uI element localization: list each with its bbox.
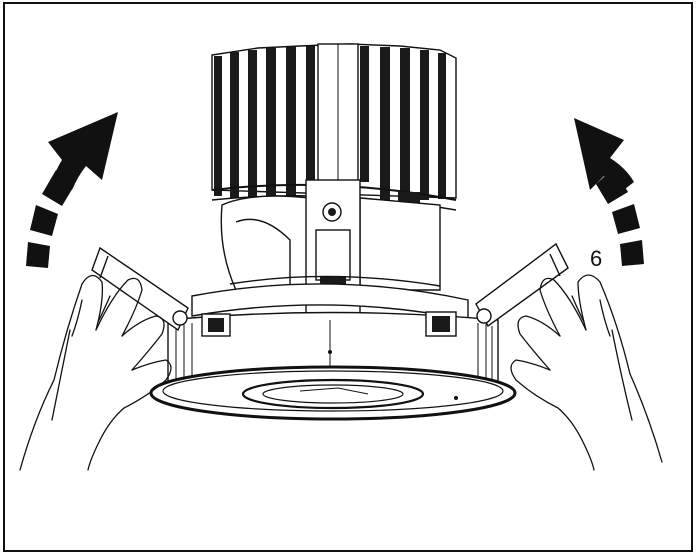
right-hand-icon <box>510 274 663 471</box>
step-number-label: 6 <box>590 246 603 271</box>
luminaire-body <box>191 179 469 321</box>
curved-arrow-left-icon <box>26 112 118 268</box>
trim-ring <box>149 311 517 421</box>
curved-arrow-right-icon <box>574 118 644 266</box>
spring-clip-right <box>425 242 569 337</box>
spring-clip-left <box>91 246 231 337</box>
left-hand-icon <box>19 274 172 471</box>
